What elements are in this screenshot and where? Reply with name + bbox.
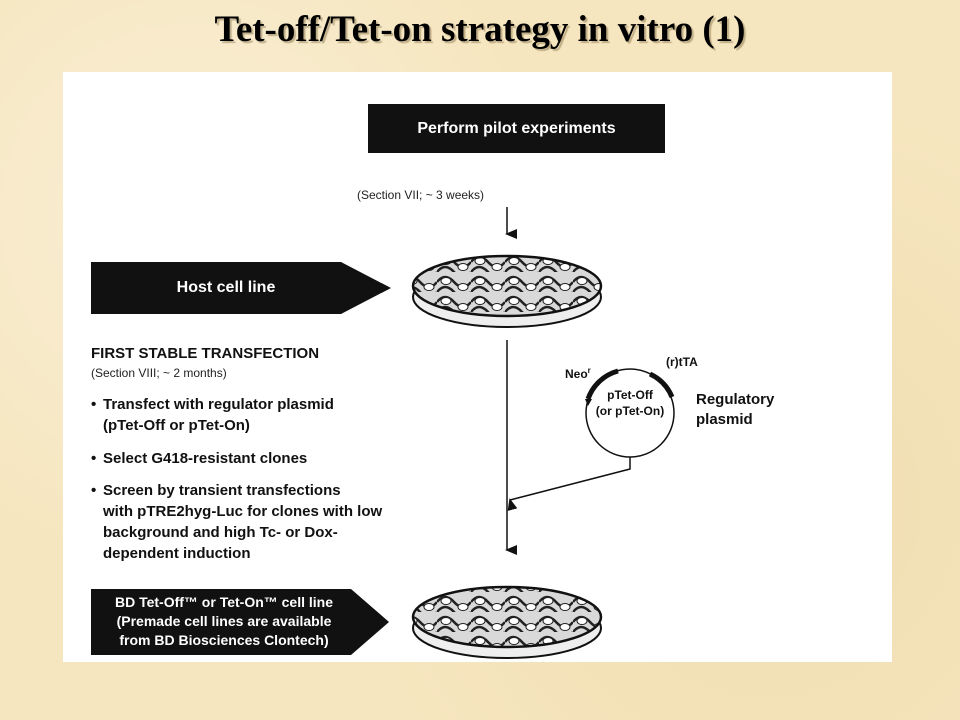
culture-dish-host bbox=[411, 254, 603, 328]
plasmid-name-2: (or pTet-On) bbox=[595, 404, 665, 418]
arrow-plasmid-to-line bbox=[507, 457, 631, 511]
diagram-lines bbox=[91, 207, 675, 659]
culture-dish-result bbox=[411, 585, 603, 659]
bullet-transfect: •Transfect with regulator plasmid (pTet-… bbox=[91, 396, 334, 434]
pilot-section-label: (Section VII; ~ 3 weeks) bbox=[357, 188, 485, 202]
first-transfection-heading: FIRST STABLE TRANSFECTION bbox=[91, 345, 320, 362]
bullet-screen: •Screen by transient transfections with … bbox=[91, 482, 383, 562]
slide-title: Tet-off/Tet-on strategy in vitro (1) bbox=[214, 9, 746, 50]
regulatory-plasmid-label: Regulatory plasmid bbox=[696, 391, 775, 428]
bullet-select: •Select G418-resistant clones bbox=[91, 450, 308, 467]
neo-label: Neor bbox=[565, 366, 591, 381]
plasmid-name-1: pTet-Off bbox=[607, 388, 653, 402]
result-cell-line-label: BD Tet-Off™ or Tet-On™ cell line (Premad… bbox=[114, 594, 334, 648]
host-cell-line-arrow bbox=[91, 262, 391, 314]
tta-label: (r)tTA bbox=[666, 355, 698, 369]
diagram-panel: Perform pilot experiments (Section VII; … bbox=[63, 72, 892, 662]
first-transfection-section: (Section VIII; ~ 2 months) bbox=[91, 366, 227, 380]
pilot-experiments-box: Perform pilot experiments bbox=[368, 104, 665, 153]
result-cell-line-arrow bbox=[91, 589, 389, 655]
host-cell-line-label: Host cell line bbox=[176, 279, 276, 296]
